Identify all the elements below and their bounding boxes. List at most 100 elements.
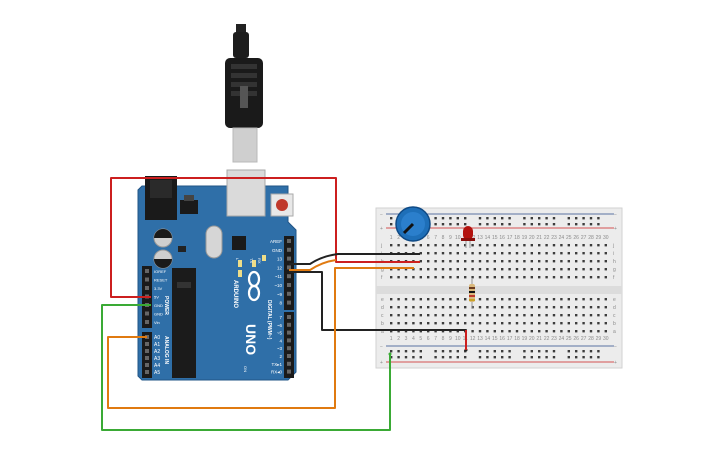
rail-hole[interactable] — [552, 356, 556, 359]
breadboard-hole[interactable] — [589, 276, 593, 279]
rail-hole[interactable] — [538, 356, 541, 359]
breadboard-hole[interactable] — [501, 322, 504, 325]
breadboard-hole[interactable] — [441, 314, 445, 317]
breadboard-hole[interactable] — [449, 276, 452, 279]
breadboard-hole[interactable] — [597, 276, 600, 279]
rail-hole[interactable] — [486, 356, 489, 359]
breadboard-hole[interactable] — [515, 322, 519, 325]
breadboard-hole[interactable] — [545, 252, 548, 255]
breadboard-hole[interactable] — [523, 314, 526, 317]
breadboard-hole[interactable] — [538, 306, 541, 309]
breadboard-hole[interactable] — [434, 314, 437, 317]
rail-hole[interactable] — [538, 350, 541, 353]
breadboard-hole[interactable] — [523, 276, 526, 279]
digital-header-bottom[interactable] — [284, 312, 294, 378]
breadboard-hole[interactable] — [552, 252, 556, 255]
breadboard-hole[interactable] — [567, 322, 570, 325]
breadboard-hole[interactable] — [508, 322, 511, 325]
breadboard-hole[interactable] — [427, 276, 430, 279]
analog-pin-hole[interactable] — [145, 370, 149, 374]
rail-hole[interactable] — [404, 350, 408, 353]
breadboard-hole[interactable] — [582, 260, 585, 263]
breadboard-hole[interactable] — [464, 306, 467, 309]
power-pin-hole[interactable] — [145, 320, 149, 324]
breadboard-hole[interactable] — [434, 244, 437, 247]
breadboard-hole[interactable] — [501, 268, 504, 271]
breadboard-hole[interactable] — [404, 306, 408, 309]
breadboard-hole[interactable] — [464, 260, 467, 263]
analog-pin-hole[interactable] — [145, 342, 149, 346]
rail-hole[interactable] — [552, 217, 556, 220]
digital-pin-hole[interactable] — [287, 256, 291, 261]
breadboard-hole[interactable] — [508, 298, 511, 301]
breadboard-hole[interactable] — [471, 260, 474, 263]
rail-hole[interactable] — [589, 223, 593, 226]
breadboard-hole[interactable] — [501, 298, 504, 301]
breadboard-hole[interactable] — [419, 322, 422, 325]
breadboard-hole[interactable] — [530, 330, 533, 333]
breadboard-hole[interactable] — [397, 268, 400, 271]
breadboard-hole[interactable] — [456, 244, 459, 247]
breadboard-hole[interactable] — [449, 260, 452, 263]
breadboard-hole[interactable] — [471, 330, 474, 333]
breadboard-hole[interactable] — [515, 330, 519, 333]
breadboard-hole[interactable] — [478, 298, 482, 301]
breadboard-hole[interactable] — [567, 314, 570, 317]
breadboard-hole[interactable] — [552, 298, 556, 301]
rail-hole[interactable] — [538, 217, 541, 220]
breadboard-hole[interactable] — [390, 298, 393, 301]
breadboard-hole[interactable] — [545, 322, 548, 325]
breadboard-hole[interactable] — [412, 322, 415, 325]
breadboard-hole[interactable] — [456, 322, 459, 325]
breadboard-hole[interactable] — [456, 276, 459, 279]
breadboard-hole[interactable] — [493, 268, 496, 271]
breadboard-hole[interactable] — [515, 268, 519, 271]
rail-hole[interactable] — [434, 217, 437, 220]
rail-hole[interactable] — [434, 350, 437, 353]
rail-hole[interactable] — [567, 350, 570, 353]
breadboard-hole[interactable] — [434, 276, 437, 279]
breadboard-hole[interactable] — [530, 276, 533, 279]
rail-hole[interactable] — [567, 356, 570, 359]
breadboard-hole[interactable] — [427, 314, 430, 317]
rail-hole[interactable] — [575, 217, 578, 220]
breadboard-hole[interactable] — [404, 330, 408, 333]
breadboard-hole[interactable] — [427, 244, 430, 247]
breadboard-hole[interactable] — [515, 276, 519, 279]
breadboard-hole[interactable] — [449, 330, 452, 333]
breadboard-hole[interactable] — [464, 314, 467, 317]
breadboard-hole[interactable] — [419, 260, 422, 263]
breadboard-hole[interactable] — [567, 244, 570, 247]
breadboard-hole[interactable] — [582, 268, 585, 271]
breadboard-hole[interactable] — [441, 276, 445, 279]
breadboard-hole[interactable] — [560, 306, 563, 309]
breadboard-hole[interactable] — [604, 252, 607, 255]
rail-hole[interactable] — [597, 356, 600, 359]
breadboard-hole[interactable] — [508, 330, 511, 333]
breadboard-hole[interactable] — [493, 252, 496, 255]
breadboard-hole[interactable] — [390, 314, 393, 317]
breadboard-hole[interactable] — [471, 306, 474, 309]
breadboard-hole[interactable] — [530, 314, 533, 317]
rail-hole[interactable] — [530, 356, 533, 359]
breadboard-hole[interactable] — [567, 260, 570, 263]
breadboard-hole[interactable] — [538, 298, 541, 301]
breadboard-hole[interactable] — [589, 260, 593, 263]
breadboard-hole[interactable] — [604, 322, 607, 325]
breadboard-hole[interactable] — [545, 244, 548, 247]
rail-hole[interactable] — [523, 350, 526, 353]
breadboard-hole[interactable] — [486, 298, 489, 301]
breadboard-hole[interactable] — [493, 276, 496, 279]
breadboard-hole[interactable] — [434, 298, 437, 301]
breadboard-hole[interactable] — [560, 276, 563, 279]
breadboard-hole[interactable] — [604, 330, 607, 333]
breadboard-hole[interactable] — [589, 322, 593, 325]
digital-pin-hole[interactable] — [287, 247, 291, 252]
rail-hole[interactable] — [419, 350, 422, 353]
breadboard-hole[interactable] — [390, 276, 393, 279]
breadboard-hole[interactable] — [589, 244, 593, 247]
breadboard-hole[interactable] — [441, 298, 445, 301]
digital-pin-hole[interactable] — [287, 274, 291, 279]
breadboard-hole[interactable] — [471, 322, 474, 325]
